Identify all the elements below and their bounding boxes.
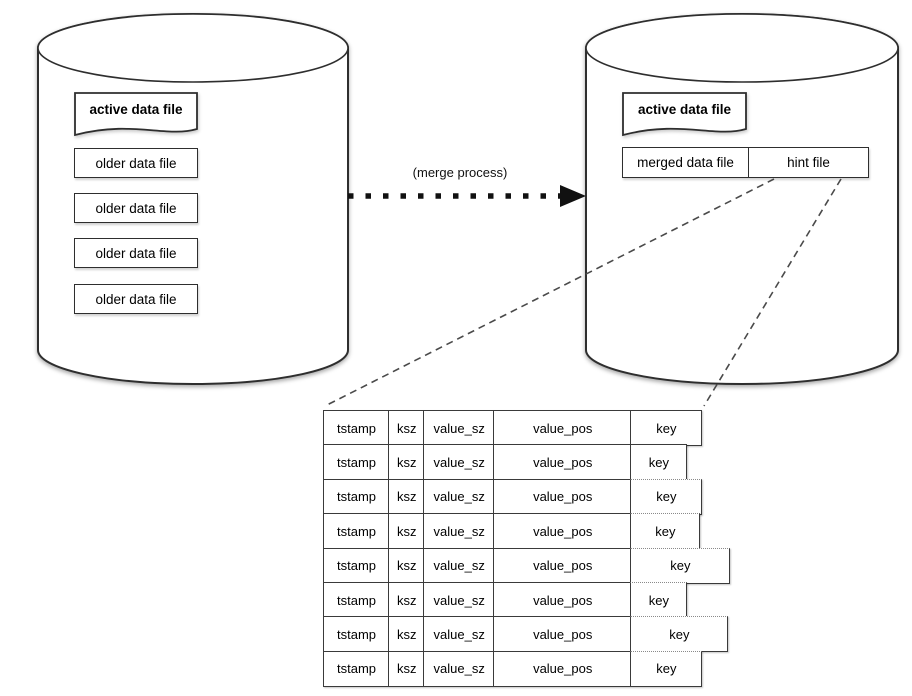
older-data-file-box: older data file: [74, 238, 198, 268]
hint-cell-ksz: ksz: [388, 547, 425, 584]
hint-cell-key: key: [630, 444, 688, 481]
hint-cell-key: key: [630, 650, 703, 687]
hint-cell-key: key: [630, 547, 731, 584]
hint-cell-value-pos: value_pos: [493, 582, 632, 619]
hint-cell-tstamp: tstamp: [323, 582, 390, 619]
hint-cell-ksz: ksz: [388, 444, 425, 481]
hint-cell-ksz: ksz: [388, 582, 425, 619]
hint-cell-ksz: ksz: [388, 650, 425, 687]
hint-cell-tstamp: tstamp: [323, 478, 390, 515]
hint-cell-tstamp: tstamp: [323, 650, 390, 687]
hint-file-label: hint file: [787, 155, 830, 170]
hint-cell-key: key: [630, 410, 703, 446]
hint-cell-value-pos: value_pos: [493, 444, 632, 481]
hint-cell-value-sz: value_sz: [423, 547, 495, 584]
cylinder-top-ellipse: [37, 13, 349, 83]
hint-cell-value-pos: value_pos: [493, 478, 632, 515]
hint-cell-value-sz: value_sz: [423, 582, 495, 619]
hint-cell-tstamp: tstamp: [323, 513, 390, 550]
older-data-file-label: older data file: [95, 200, 177, 216]
hint-cell-ksz: ksz: [388, 616, 425, 653]
merged-data-file-label: merged data file: [637, 155, 734, 170]
merge-process-label: (merge process): [412, 165, 508, 180]
hint-cell-value-sz: value_sz: [423, 650, 495, 687]
right-datastore-cylinder: [585, 13, 899, 385]
hint-cell-key: key: [630, 616, 729, 653]
merged-data-file-cell: merged data file: [623, 148, 749, 177]
hint-cell-value-pos: value_pos: [493, 650, 632, 687]
hint-cell-value-sz: value_sz: [423, 616, 495, 653]
older-data-file-label: older data file: [95, 245, 177, 261]
hint-cell-key: key: [630, 582, 688, 619]
hint-cell-tstamp: tstamp: [323, 410, 390, 446]
left-active-data-file-box: active data file: [74, 92, 198, 140]
hint-cell-tstamp: tstamp: [323, 547, 390, 584]
active-data-file-label: active data file: [637, 102, 732, 117]
document-shape: [74, 92, 198, 137]
older-data-file-box: older data file: [74, 284, 198, 314]
hint-cell-key: key: [630, 513, 701, 550]
hint-cell-value-sz: value_sz: [423, 513, 495, 550]
hint-file-cell: hint file: [749, 148, 868, 177]
merged-hint-file-box: merged data file hint file: [622, 147, 869, 178]
hint-cell-tstamp: tstamp: [323, 444, 390, 481]
older-data-file-label: older data file: [95, 155, 177, 171]
hint-cell-value-pos: value_pos: [493, 513, 632, 550]
hint-cell-value-sz: value_sz: [423, 444, 495, 481]
hint-cell-value-pos: value_pos: [493, 410, 632, 446]
cylinder-top-ellipse: [585, 13, 899, 83]
right-active-data-file-box: active data file: [622, 92, 747, 140]
older-data-file-box: older data file: [74, 148, 198, 178]
hint-cell-key: key: [630, 478, 703, 515]
hint-cell-value-pos: value_pos: [493, 616, 632, 653]
older-data-file-box: older data file: [74, 193, 198, 223]
older-data-file-label: older data file: [95, 291, 177, 307]
hint-cell-ksz: ksz: [388, 478, 425, 515]
hint-cell-value-sz: value_sz: [423, 410, 495, 446]
hint-cell-tstamp: tstamp: [323, 616, 390, 653]
hint-cell-value-pos: value_pos: [493, 547, 632, 584]
hint-cell-ksz: ksz: [388, 410, 425, 446]
hint-cell-value-sz: value_sz: [423, 478, 495, 515]
hint-cell-ksz: ksz: [388, 513, 425, 550]
document-shape: [622, 92, 747, 137]
active-data-file-label: active data file: [89, 102, 183, 117]
